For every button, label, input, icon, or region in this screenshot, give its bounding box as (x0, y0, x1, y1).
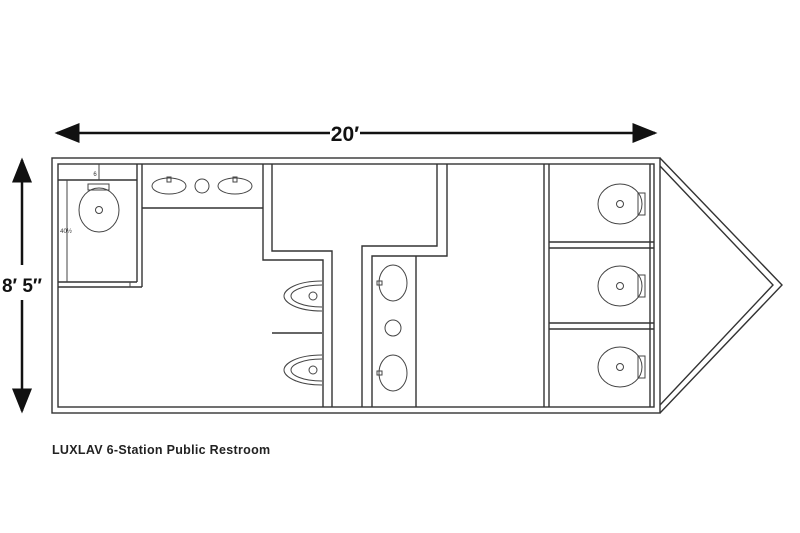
width-label: 8′ 5″ (2, 276, 42, 297)
length-dimension: 20′ (54, 123, 658, 146)
length-label: 20′ (331, 123, 359, 146)
toilet-icon (597, 265, 646, 307)
ada-depth-label: 40½ (60, 228, 72, 235)
toilet-icon (597, 183, 646, 225)
urinal-icon (283, 354, 323, 386)
urinal-icon (283, 280, 323, 312)
toilet-icon (78, 183, 120, 233)
sink-icon (376, 354, 408, 392)
sink-icon (151, 176, 187, 195)
exterior-walls (51, 157, 783, 414)
center-partition (262, 164, 448, 407)
plan-caption: LUXLAV 6-Station Public Restroom (52, 443, 271, 457)
toilet-icon (597, 346, 646, 388)
ada-stall: 6 40½ (58, 164, 143, 288)
soap-dispenser-icon (194, 178, 210, 194)
sink-icon (217, 176, 253, 195)
clearance-label: 6 (93, 172, 97, 178)
vanity-counter (142, 176, 263, 209)
width-dimension: 8′ 5″ (2, 157, 42, 414)
stall-partitions (543, 164, 654, 407)
soap-dispenser-icon (384, 319, 402, 337)
sink-icon (376, 264, 408, 302)
